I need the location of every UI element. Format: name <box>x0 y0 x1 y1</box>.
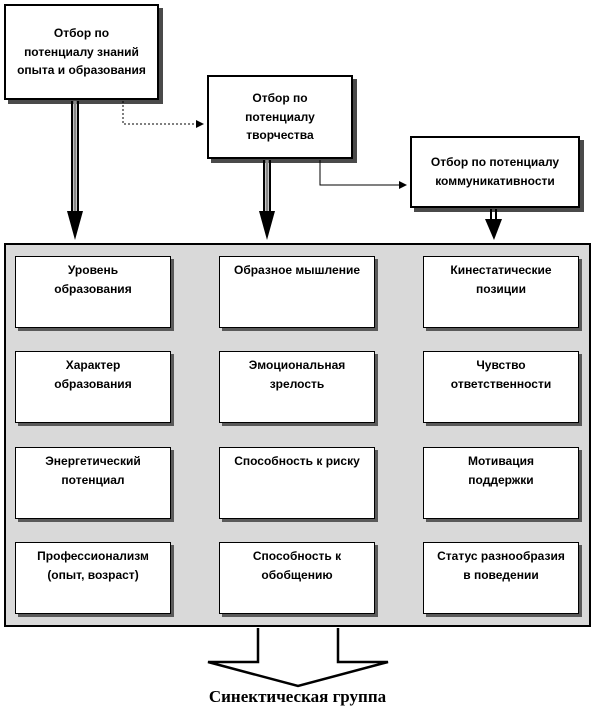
factor-text: ответственности <box>450 377 552 392</box>
factor-text: потенциал <box>61 473 125 488</box>
connector-creativity-to-communication <box>319 160 407 189</box>
factor-support-motivation: Мотивация поддержки <box>423 447 579 519</box>
factor-generalization-ability: Способность к обобщению <box>219 542 375 614</box>
result-label: Синектическая группа <box>208 687 387 706</box>
factor-text: Кинестатические <box>450 263 552 277</box>
factor-text: Образное мышление <box>233 263 360 277</box>
factor-text: Эмоциональная <box>248 358 346 372</box>
arrow-communication-down <box>485 209 502 240</box>
factor-text: (опыт, возраст) <box>47 568 139 583</box>
factor-text: Способность к <box>252 549 342 563</box>
factor-energy-potential: Энергетический потенциал <box>15 447 171 519</box>
selection-knowledge-line2: потенциалу знаний <box>24 44 139 59</box>
factor-behavior-diversity: Статус разнообразия в поведении <box>423 542 579 614</box>
factor-kinesthetic-positions: Кинестатические позиции <box>423 256 579 328</box>
factor-education-level: Уровень образования <box>15 256 171 328</box>
selection-creativity-box: Отбор по потенциалу творчества <box>207 75 353 159</box>
selection-communication-box: Отбор по потенциалу коммуникативности <box>410 136 580 208</box>
factor-text: поддержки <box>468 473 534 488</box>
selection-communication-line2: коммуникативности <box>435 174 555 188</box>
arrow-knowledge-down <box>67 101 83 240</box>
selection-knowledge-line3: опыта и образования <box>17 63 146 78</box>
factor-text: позиции <box>476 282 526 297</box>
factor-text: образования <box>54 377 132 392</box>
result-arrow <box>207 628 389 688</box>
factor-professionalism: Профессионализм (опыт, возраст) <box>15 542 171 614</box>
selection-knowledge-line1: Отбор по <box>53 26 110 41</box>
selection-knowledge-box: Отбор по потенциалу знаний опыта и образ… <box>4 4 159 100</box>
selection-creativity-line1: Отбор по <box>252 91 308 106</box>
arrow-creativity-down <box>259 160 275 240</box>
factor-text: в поведении <box>463 568 539 583</box>
factor-text: образования <box>54 282 132 297</box>
selection-creativity-line2: потенциалу <box>245 109 315 124</box>
factor-responsibility: Чувство ответственности <box>423 351 579 423</box>
factor-emotional-maturity: Эмоциональная зрелость <box>219 351 375 423</box>
factor-imaginative-thinking: Образное мышление <box>219 256 375 328</box>
factor-text: Энергетический <box>45 454 141 468</box>
factor-text: зрелость <box>269 377 325 392</box>
factor-text: Способность к риску <box>234 454 360 468</box>
factor-text: Статус разнообразия <box>437 549 565 563</box>
factor-risk-ability: Способность к риску <box>219 447 375 519</box>
factor-text: Мотивация <box>468 454 534 468</box>
connector-knowledge-to-creativity <box>122 101 204 128</box>
factor-text: Уровень <box>67 263 119 277</box>
selection-creativity-line3: творчества <box>246 128 314 143</box>
factor-text: обобщению <box>261 568 333 583</box>
selection-communication-line1: Отбор по потенциалу <box>430 155 560 170</box>
factor-text: Характер <box>65 358 121 372</box>
factor-text: Чувство <box>476 358 526 372</box>
factor-education-character: Характер образования <box>15 351 171 423</box>
factor-text: Профессионализм <box>37 549 149 563</box>
